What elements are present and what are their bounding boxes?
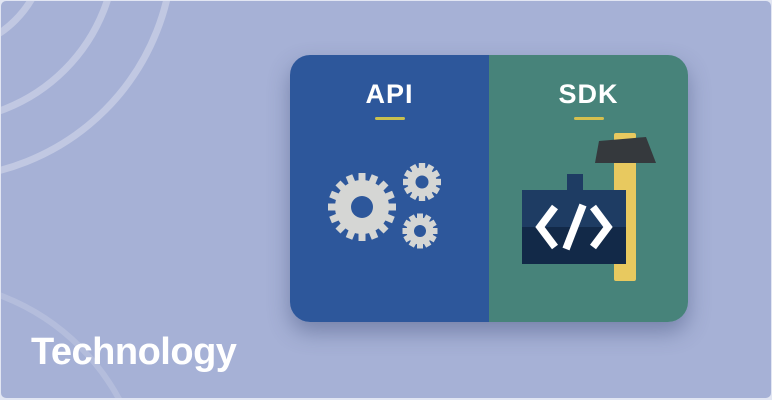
- sdk-panel-title: SDK: [558, 79, 619, 109]
- hammer-head: [595, 137, 656, 163]
- sdk-title-underline: [573, 117, 604, 120]
- api-panel: API: [290, 55, 489, 322]
- code-symbol-icon: [535, 203, 613, 251]
- sdk-panel: SDK: [489, 55, 688, 322]
- api-sdk-card: API: [290, 55, 688, 322]
- large-gear: [328, 173, 396, 241]
- api-panel-title: API: [365, 79, 414, 109]
- code-toolbox-hammer-icon: [522, 133, 656, 281]
- top-left-arcs: [1, 1, 170, 174]
- toolbox-tab: [567, 174, 583, 192]
- gears-icon: [328, 163, 441, 249]
- api-title-underline: [374, 117, 405, 120]
- small-gear-top: [403, 163, 441, 201]
- page-title: Technology: [31, 331, 237, 373]
- small-gear-bottom: [402, 213, 438, 249]
